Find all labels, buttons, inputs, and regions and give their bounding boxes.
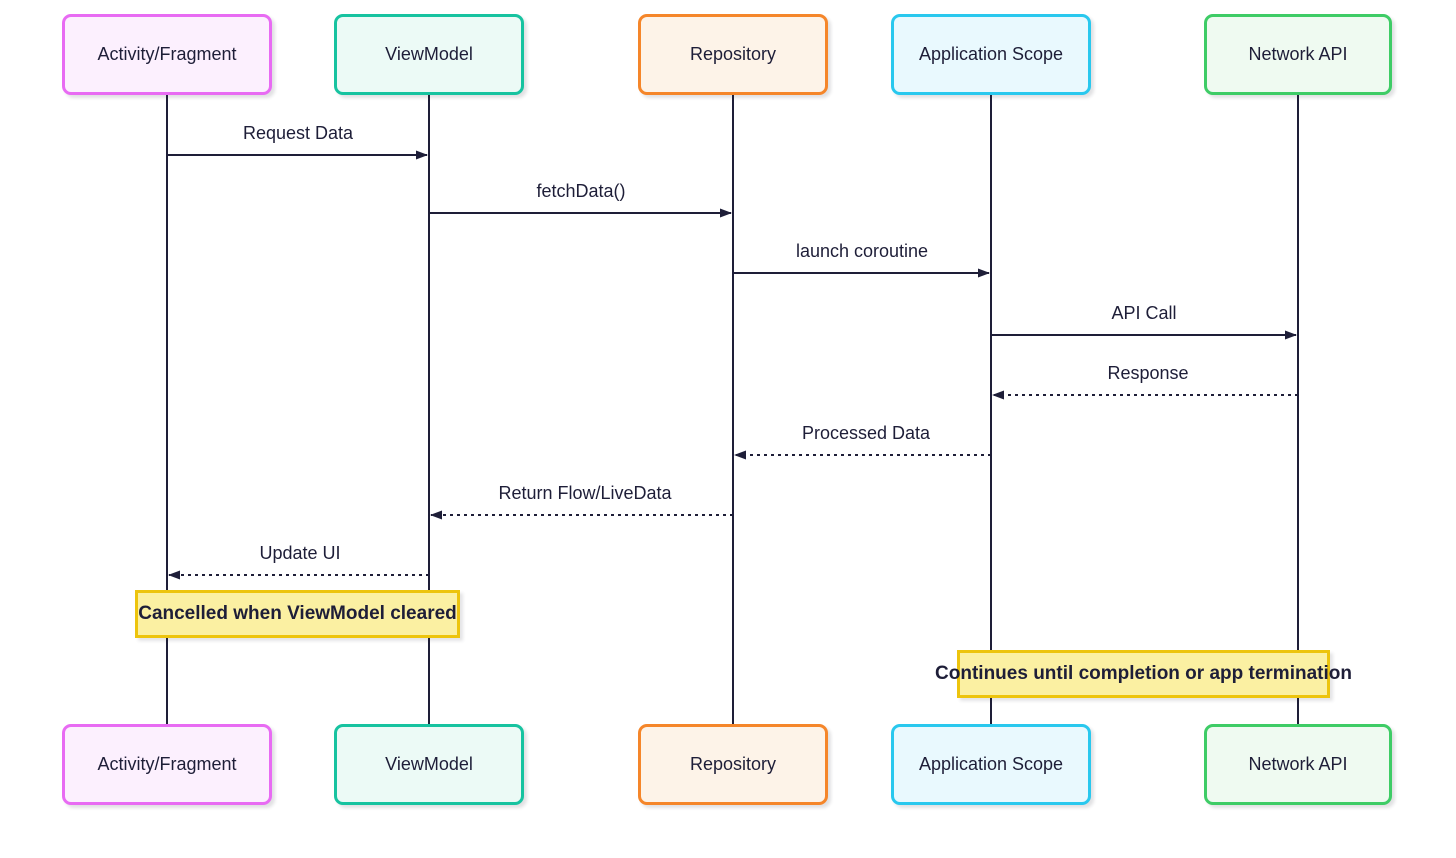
actor-activity-bottom: Activity/Fragment xyxy=(62,724,272,805)
message-label-api-call: API Call xyxy=(1111,303,1177,323)
actor-viewmodel-bottom: ViewModel xyxy=(334,724,524,805)
message-label-update-ui: Update UI xyxy=(259,543,341,563)
actor-network-bottom: Network API xyxy=(1204,724,1392,805)
actor-viewmodel-top: ViewModel xyxy=(334,14,524,95)
actor-repository-top: Repository xyxy=(638,14,828,95)
actor-network-top: Network API xyxy=(1204,14,1392,95)
message-label-fetchdata: fetchData() xyxy=(536,181,626,201)
message-label-response: Response xyxy=(1107,363,1189,383)
actor-repository-bottom: Repository xyxy=(638,724,828,805)
actor-activity-top: Activity/Fragment xyxy=(62,14,272,95)
message-label-request-data: Request Data xyxy=(242,123,354,143)
message-label-processed-data: Processed Data xyxy=(801,423,931,443)
actor-appscope-bottom: Application Scope xyxy=(891,724,1091,805)
message-label-return-flow: Return Flow/LiveData xyxy=(498,483,672,503)
actor-appscope-top: Application Scope xyxy=(891,14,1091,95)
note-cancelled-when-viewmodel-cleared: Cancelled when ViewModel cleared xyxy=(135,590,460,638)
note-continues-until-completion: Continues until completion or app termin… xyxy=(935,650,1352,698)
message-label-launch-coroutine: launch coroutine xyxy=(795,241,929,261)
